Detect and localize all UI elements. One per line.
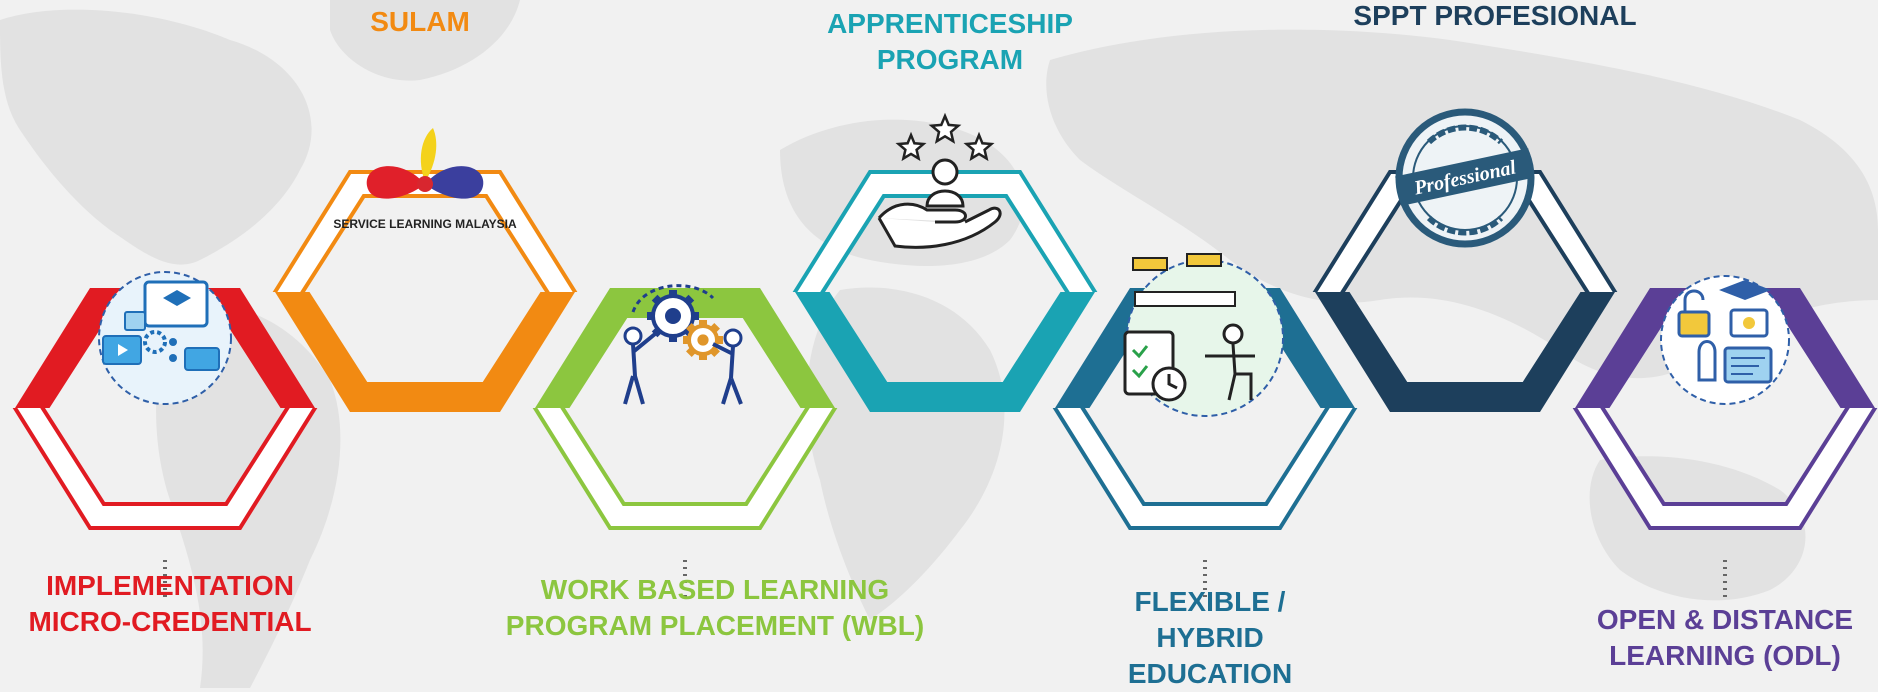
hex-step-6 xyxy=(1572,288,1878,530)
hex-outline-half xyxy=(272,170,578,292)
step-label-micro-credential: IMPLEMENTATION MICRO-CREDENTIAL xyxy=(28,570,312,637)
hybrid-classroom-icon xyxy=(1123,253,1284,417)
hex-solid-half xyxy=(535,288,835,408)
hex-step-2 xyxy=(532,288,838,530)
hex-outline-half xyxy=(532,408,838,530)
hex-outline-half xyxy=(12,408,318,530)
hex-step-0 xyxy=(12,288,318,530)
hex-outline-half xyxy=(1052,408,1358,530)
hex-solid-half xyxy=(795,292,1095,412)
certified-professional-stamp: Professional xyxy=(1395,108,1535,248)
micro-credential-icon xyxy=(98,271,232,405)
online-learning-icon xyxy=(1660,275,1790,405)
hex-solid-half xyxy=(1315,292,1615,412)
step-label-sulam: SULAM xyxy=(370,6,470,37)
hex-solid-half xyxy=(275,292,575,412)
hex-solid-half xyxy=(15,288,315,408)
sulam-logo-text: SERVICE LEARNING MALAYSIA xyxy=(333,217,517,231)
hex-outline-half xyxy=(792,170,1098,292)
step-label-odl: OPEN & DISTANCE LEARNING (ODL) xyxy=(1596,604,1854,671)
step-label-sppt-profesional: SPPT PROFESIONAL xyxy=(1353,0,1637,31)
hex-step-3 xyxy=(792,170,1098,412)
step-label-wbl: WORK BASED LEARNING PROGRAM PLACEMENT (W… xyxy=(505,574,925,641)
hand-with-stars-icon xyxy=(877,112,1002,249)
gears-teamwork-icon xyxy=(623,284,743,405)
hex-step-1 xyxy=(272,170,578,412)
step-label-flexible-hybrid: FLEXIBLE / HYBRID EDUCATION xyxy=(1127,586,1293,689)
hex-outline-half xyxy=(1572,408,1878,530)
service-learning-malaysia-logo: SERVICE LEARNING MALAYSIA xyxy=(333,128,517,231)
step-label-apprenticeship: APPRENTICESHIP PROGRAM xyxy=(827,8,1073,75)
hex-solid-half xyxy=(1575,288,1875,408)
